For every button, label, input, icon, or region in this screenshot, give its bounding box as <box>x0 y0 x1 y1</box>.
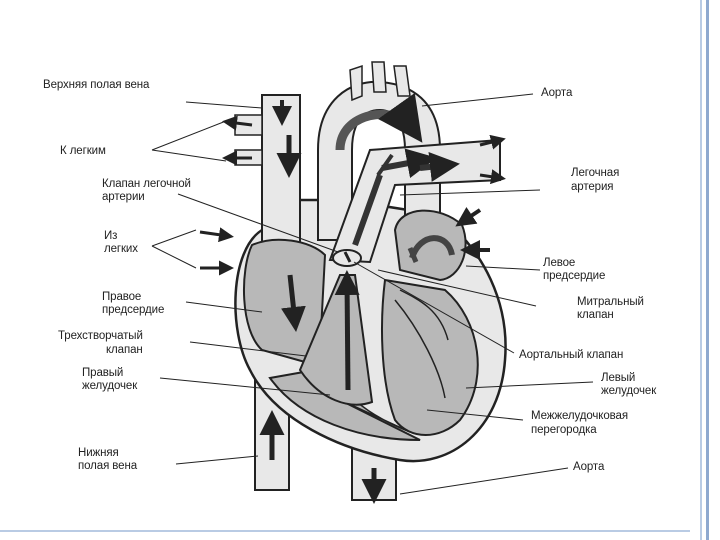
leader-lines <box>151 93 594 495</box>
label-septum-line1: Межжелудочковая <box>531 410 628 422</box>
label-septum-line2: перегородка <box>531 424 597 436</box>
superior-vena-cava <box>261 94 302 246</box>
label-tricuspid-line1: Трехстворчатый <box>58 330 143 342</box>
label-right-atrium-line2: предсердие <box>102 304 165 316</box>
label-inferior-vena-cava-line1: Нижняя <box>78 447 119 459</box>
label-right-atrium-line1: Правое <box>102 291 142 303</box>
label-aorta-top: Аорта <box>541 87 573 99</box>
label-pulmonary-artery-line2: артерия <box>571 181 614 193</box>
label-mitral-line1: Митральный <box>577 296 644 308</box>
label-right-ventricle-line2: желудочек <box>82 380 138 392</box>
label-left-atrium-line1: Левое <box>543 257 576 269</box>
label-from-lungs-line1: Из <box>104 230 118 242</box>
label-pulmonary-artery-line1: Легочная <box>571 167 620 179</box>
label-left-ventricle-line1: Левый <box>601 372 636 384</box>
label-aortic-valve: Аортальный клапан <box>519 349 624 361</box>
pulmonary-artery <box>328 134 506 264</box>
label-from-lungs-line2: легких <box>104 243 138 255</box>
pulmonary-veins-left <box>199 114 263 276</box>
label-left-ventricle-line2: желудочек <box>601 385 657 397</box>
label-right-ventricle-line1: Правый <box>82 367 124 379</box>
label-aorta-bottom: Аорта <box>573 461 605 473</box>
label-pulmonary-valve-line2: артерии <box>102 191 145 203</box>
label-to-lungs: К легким <box>60 145 106 157</box>
right-ventricle <box>268 270 421 441</box>
label-mitral-line2: клапан <box>577 309 614 321</box>
label-pulmonary-valve-line1: Клапан легочной <box>102 178 191 190</box>
label-superior-vena-cava: Верхняя полая вена <box>43 79 150 91</box>
label-inferior-vena-cava-line2: полая вена <box>78 460 138 472</box>
slide-border-bottom <box>0 530 690 540</box>
label-tricuspid-line2: клапан <box>106 344 143 356</box>
label-left-atrium-line2: предсердие <box>543 270 606 282</box>
left-atrium <box>393 207 490 282</box>
slide-border-right <box>690 0 720 540</box>
